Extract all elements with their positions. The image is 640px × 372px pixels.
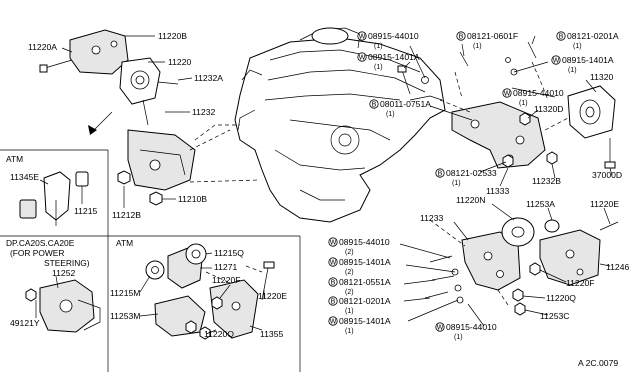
label-11215: 11215 (74, 206, 97, 216)
label-11320D: 11320D (534, 104, 563, 114)
label-11355: 11355 (260, 329, 283, 339)
label-08121-0551A: 08121-0551A (339, 277, 391, 287)
label-11253A: 11253A (526, 199, 555, 209)
bolt-marker: B (559, 34, 564, 41)
washer-marker: W (359, 34, 366, 41)
label-11320: 11320 (590, 72, 613, 82)
washer-marker: W (330, 260, 337, 267)
qty-08121-02533: (1) (452, 180, 461, 187)
label-08121-0201A-bot: 08121-0201A (339, 296, 391, 306)
label-08915-1401A-bot: 08915-1401A (339, 316, 391, 326)
washer-marker: W (330, 319, 337, 326)
atm-title-lower: ATM (116, 238, 133, 248)
label-11220A: 11220A (28, 42, 57, 52)
label-11232B: 11232B (532, 176, 561, 186)
dp-title-line1: DP.CA20S.CA20E (6, 238, 75, 248)
label-11220N: 11220N (456, 195, 485, 205)
qty-08011-0751A: (1) (386, 111, 395, 118)
label-11210B: 11210B (178, 194, 207, 204)
dp-title-line2: (FOR POWER (10, 248, 64, 258)
leader-lines-top-right (403, 35, 613, 187)
label-11220B: 11220B (158, 31, 187, 41)
label-11345E: 11345E (10, 172, 39, 182)
label-49121Y: 49121Y (10, 318, 40, 328)
qty-08915-1401A-top: (1) (374, 64, 383, 71)
mount-11220-assembly (39, 29, 261, 206)
label-11220F-box: 11220F (212, 275, 241, 285)
label-11220F-right: 11220F (566, 278, 595, 288)
washer-marker: W (553, 58, 560, 65)
qty-08121-0601F: (1) (473, 43, 482, 50)
qty-08915-44010-top: (1) (374, 43, 383, 50)
label-08121-0201A-top: 08121-0201A (567, 31, 619, 41)
label-08915-44010-right: 08915-44010 (513, 88, 564, 98)
label-08121-02533: 08121-02533 (446, 168, 497, 178)
dp-title-line3: STEERING) (44, 258, 90, 268)
engine-block-illustration (234, 27, 446, 223)
label-11215Q: 11215Q (214, 248, 244, 258)
label-11232: 11232 (192, 107, 215, 117)
label-11220E-right: 11220E (590, 199, 619, 209)
label-37000D: 37000D (592, 170, 622, 180)
power-steering-box (25, 236, 109, 372)
label-11215M: 11215M (110, 288, 140, 298)
label-08915-44010-mid: 08915-44010 (339, 237, 390, 247)
washer-marker: W (504, 91, 511, 98)
reference-code: A 2C.0079 (578, 358, 618, 368)
qty-08915-44010-mid: (2) (345, 249, 354, 256)
atm-title-upper: ATM (6, 154, 23, 164)
marker-group-mid: W W B B W W (328, 237, 445, 332)
label-11246: 11246 (606, 262, 629, 272)
mount-11220N-assembly (424, 217, 619, 316)
label-08915-1401A-right: 08915-1401A (562, 55, 614, 65)
bolt-marker: B (331, 280, 336, 287)
washer-marker: W (359, 55, 366, 62)
label-11253C: 11253C (540, 311, 569, 321)
label-11253M: 11253M (110, 311, 140, 321)
label-11333: 11333 (486, 186, 509, 196)
washer-marker: W (330, 240, 337, 247)
label-11232A: 11232A (194, 73, 223, 83)
label-08915-1401A-top: 08915-1401A (368, 52, 420, 62)
qty-08121-0551A: (2) (345, 289, 354, 296)
label-11220Q-right: 11220Q (546, 293, 576, 303)
mount-11320-assembly (397, 41, 616, 169)
qty-08915-44010-right: (1) (519, 100, 528, 107)
atm-box-lower (145, 236, 301, 372)
label-08915-1401A-mid: 08915-1401A (339, 257, 391, 267)
marker-group-top: W W B B W B W B (357, 31, 566, 178)
leader-lines-boxes (139, 252, 265, 335)
bolt-marker: B (331, 299, 336, 306)
qty-08915-44010-bot: (1) (454, 334, 463, 341)
qty-08915-1401A-bot: (1) (345, 328, 354, 335)
label-11220: 11220 (168, 57, 191, 67)
label-11220Q-box: 11220Q (204, 329, 234, 339)
label-11233: 11233 (420, 213, 443, 223)
label-11212B: 11212B (112, 210, 141, 220)
leader-lines-top-left (61, 35, 193, 208)
bolt-marker: B (459, 34, 464, 41)
qty-08915-1401A-mid: (2) (345, 269, 354, 276)
label-08121-0601F: 08121-0601F (467, 31, 518, 41)
washer-marker: W (437, 325, 444, 332)
leader-lines-mid (399, 203, 611, 327)
label-11252: 11252 (52, 268, 75, 278)
label-11220E-box: 11220E (258, 291, 287, 301)
qty-08915-1401A-right: (1) (568, 67, 577, 74)
bolt-marker: B (438, 171, 443, 178)
label-11271: 11271 (214, 262, 237, 272)
qty-08121-0201A-top: (1) (573, 43, 582, 50)
label-08915-44010-bot: 08915-44010 (446, 322, 497, 332)
label-08011-0751A: 08011-0751A (380, 99, 431, 109)
label-08915-44010-top: 08915-44010 (368, 31, 419, 41)
atm-box-upper (0, 149, 300, 237)
bolt-marker: B (372, 102, 377, 109)
qty-08121-0201A-bot: (1) (345, 308, 354, 315)
